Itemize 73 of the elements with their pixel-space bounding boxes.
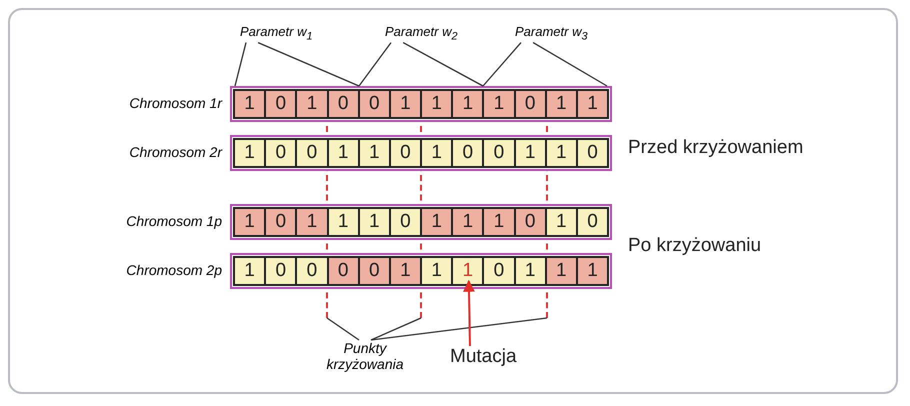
row-label: Chromosom 1r (128, 95, 222, 111)
gene-cell: 1 (546, 91, 578, 117)
gene-cell: 1 (422, 91, 454, 117)
gene-cell: 1 (328, 140, 360, 166)
gene-cell: 0 (484, 258, 516, 284)
gene-cell: 1 (546, 209, 578, 235)
leader-line (358, 42, 392, 86)
gene-cell: 1 (516, 140, 547, 166)
gene-cell: 1 (546, 140, 578, 166)
gene-cell: 1 (328, 209, 360, 235)
parameter-label: Parametr w$_{2}$ (385, 24, 458, 43)
mutation-label: Mutacja (450, 346, 517, 368)
gene-cell: 1 (453, 91, 484, 117)
gene-cell: 0 (360, 91, 391, 117)
gene-cell: 1 (235, 140, 266, 166)
gene-cell: 1 (484, 209, 516, 235)
leader-line (326, 317, 360, 341)
gene-cell: 0 (390, 140, 422, 166)
gene-cell: 1 (453, 258, 484, 284)
gene-cell: 1 (422, 140, 454, 166)
section-label: Po krzyżowaniu (628, 235, 762, 257)
gene-cell: 0 (266, 209, 298, 235)
leader-line (532, 42, 608, 87)
gene-cell: 0 (328, 258, 360, 284)
gene-cell: 0 (266, 140, 298, 166)
gene-cell: 1 (484, 91, 516, 117)
chromosome-bar (230, 253, 612, 289)
row-label: Chromosom 2r (128, 144, 222, 160)
chromosome-bar (230, 135, 612, 171)
gene-cell: 0 (578, 140, 608, 166)
gene-cell: 0 (578, 209, 608, 235)
gene-cell: 1 (360, 209, 391, 235)
leader-line (370, 317, 548, 341)
row-label: Chromosom 1p (125, 213, 222, 229)
gene-cell: 0 (266, 91, 298, 117)
section-label: Przed krzyżowaniem (628, 137, 804, 159)
gene-cell: 0 (484, 140, 516, 166)
gene-cell: 1 (546, 258, 578, 284)
gene-cell: 1 (360, 140, 391, 166)
gene-cell: 1 (297, 209, 329, 235)
gene-cell: 0 (297, 140, 329, 166)
chromosome-bar (230, 86, 612, 122)
gene-cell: 0 (297, 258, 329, 284)
arrow (462, 280, 475, 346)
gene-cell: 1 (453, 209, 484, 235)
gene-cell: 0 (390, 209, 422, 235)
gene-cell: 1 (422, 258, 454, 284)
crossover-label: Punkty krzyżowania (320, 340, 410, 372)
leader-line (370, 317, 422, 341)
row-label: Chromosom 2p (125, 262, 222, 278)
chromosome-bar (230, 204, 612, 240)
leader-line (402, 42, 484, 87)
gene-cell: 1 (390, 91, 422, 117)
gene-cell: 1 (578, 258, 608, 284)
gene-cell: 1 (422, 209, 454, 235)
gene-cell: 0 (516, 91, 547, 117)
parameter-label: Parametr w$_{1}$ (240, 24, 312, 43)
gene-cell: 1 (235, 258, 266, 284)
gene-cell: 0 (328, 91, 360, 117)
leader-line (234, 42, 247, 86)
gene-cell: 0 (360, 258, 391, 284)
gene-cell: 0 (266, 258, 298, 284)
gene-cell: 1 (297, 91, 329, 117)
leader-line (258, 42, 360, 87)
parameter-label: Parametr w$_{3}$ (515, 24, 588, 43)
gene-cell: 0 (516, 209, 547, 235)
gene-cell: 1 (235, 91, 266, 117)
gene-cell: 1 (578, 91, 608, 117)
gene-cell: 0 (453, 140, 484, 166)
gene-cell: 1 (516, 258, 547, 284)
leader-line (482, 42, 522, 86)
gene-cell: 1 (235, 209, 266, 235)
gene-cell: 1 (390, 258, 422, 284)
